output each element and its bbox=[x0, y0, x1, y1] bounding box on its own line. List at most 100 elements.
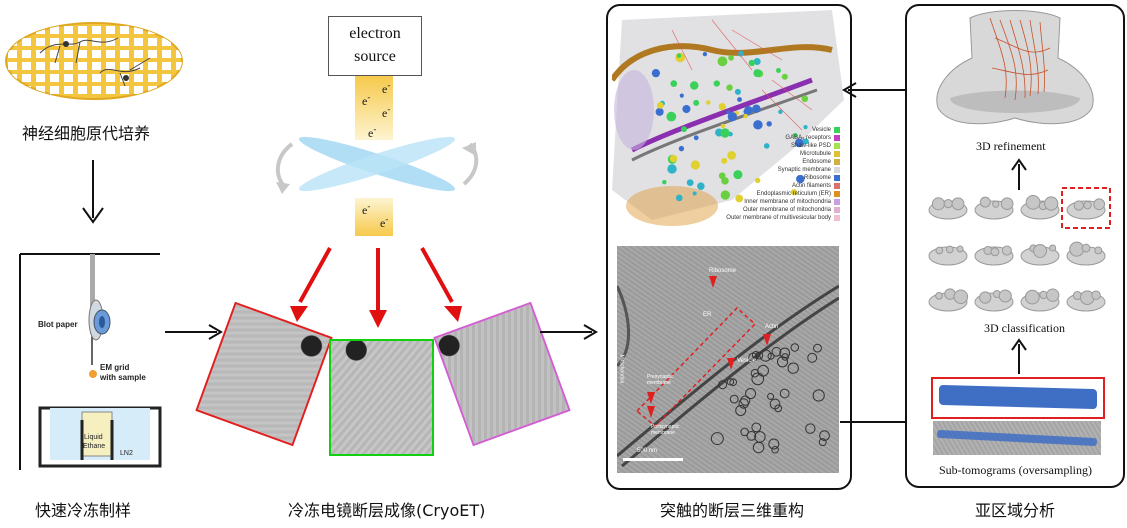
vesicle-glyph bbox=[737, 50, 744, 57]
culture-grid-illustration bbox=[5, 22, 183, 100]
grid-cell bbox=[106, 62, 115, 70]
tomo-vesicle-glyph bbox=[807, 352, 818, 363]
grid-cell bbox=[148, 74, 157, 82]
electron-source-line2: source bbox=[354, 48, 396, 65]
vesicle-glyph bbox=[697, 182, 705, 190]
legend-item-label: Ribosome bbox=[803, 175, 831, 181]
grid-cell bbox=[176, 50, 182, 58]
vesicle-glyph bbox=[679, 93, 684, 98]
vesicle-glyph bbox=[802, 138, 809, 145]
tomo-vesicle-glyph bbox=[767, 392, 775, 400]
tomo-vesicle-glyph bbox=[735, 405, 747, 416]
grid-cell bbox=[78, 86, 87, 94]
legend-item-label: Synaptic membrane bbox=[777, 167, 831, 173]
legend-item: Outer membrane of mitochondria bbox=[743, 207, 840, 213]
vesicle-glyph bbox=[775, 68, 781, 73]
grid-cell bbox=[78, 38, 87, 46]
legend-item: Endoplasmic reticulum (ER) bbox=[757, 191, 840, 197]
vesicle-glyph bbox=[753, 57, 761, 65]
refined-density-map bbox=[936, 10, 1094, 125]
class-average bbox=[974, 245, 1014, 266]
grid-cell bbox=[78, 50, 87, 58]
grid-cell bbox=[8, 50, 17, 58]
grid-cell bbox=[92, 74, 101, 82]
tomo-vesicle-glyph bbox=[779, 388, 790, 399]
tomo-vesicle-glyph bbox=[740, 395, 751, 406]
tomo-vesicle-glyph bbox=[751, 422, 762, 433]
class-average bbox=[974, 196, 1014, 220]
tomo-vesicle-glyph bbox=[767, 352, 775, 360]
tomo-vesicle-glyph bbox=[779, 347, 791, 359]
legend-swatch bbox=[834, 207, 840, 213]
grid-cell bbox=[92, 62, 101, 70]
grid-cell bbox=[22, 50, 31, 58]
vesicle-glyph bbox=[796, 174, 805, 184]
subtomogram-strip-slice bbox=[933, 421, 1101, 455]
grid-cell bbox=[64, 38, 73, 46]
grid-cell bbox=[50, 26, 59, 34]
grid-cell bbox=[176, 74, 182, 82]
grid-cell bbox=[106, 50, 115, 58]
legend-swatch bbox=[834, 159, 840, 165]
grid-cell bbox=[78, 62, 87, 70]
legend-item: Actin filaments bbox=[792, 183, 840, 189]
grid-cell bbox=[8, 26, 17, 34]
tomo-label-er: ER bbox=[703, 312, 712, 318]
grid-cell bbox=[176, 38, 182, 46]
arrow-up-1 bbox=[1011, 158, 1027, 190]
grid-cell bbox=[92, 26, 101, 34]
grid-cell bbox=[22, 38, 31, 46]
electron-symbol-5: e- bbox=[362, 201, 371, 217]
vesicle-glyph bbox=[682, 104, 691, 114]
legend-item: Microtubule bbox=[800, 151, 840, 157]
with-sample-label: with sample bbox=[100, 373, 146, 382]
grid-cell bbox=[8, 62, 17, 70]
subtomogram-strip-boxed bbox=[931, 377, 1105, 419]
grid-cell bbox=[148, 62, 157, 70]
tomo-label-actin: Actin bbox=[765, 324, 779, 330]
grid-cell bbox=[50, 74, 59, 82]
vesicle-glyph bbox=[656, 101, 664, 109]
tomo-vesicle-glyph bbox=[759, 349, 772, 362]
tomo-vesicle-glyph bbox=[738, 398, 749, 409]
vesicle-glyph bbox=[790, 189, 798, 196]
tomo-vesicle-glyph bbox=[745, 388, 757, 400]
vesicle-glyph bbox=[690, 81, 699, 90]
tomo-vesicle-glyph bbox=[748, 352, 758, 362]
grid-cell bbox=[134, 38, 143, 46]
subtomograms-label: Sub-tomograms (oversampling) bbox=[939, 463, 1092, 477]
grid-cell bbox=[162, 38, 171, 46]
grid-cell bbox=[36, 62, 45, 70]
vesicle-glyph bbox=[737, 97, 742, 103]
grid-cell bbox=[134, 86, 143, 94]
vesicle-glyph bbox=[692, 191, 697, 196]
tomo-vesicle-glyph bbox=[790, 343, 800, 352]
legend-item: Ribosome bbox=[804, 175, 840, 181]
classification-label: 3D classification bbox=[984, 321, 1065, 335]
vesicle-glyph bbox=[778, 109, 783, 115]
class-average bbox=[1066, 241, 1106, 266]
grid-cell bbox=[50, 86, 59, 94]
vesicle-glyph bbox=[734, 88, 741, 95]
vesicle-glyph bbox=[748, 59, 756, 67]
vesicle-glyph bbox=[667, 164, 677, 174]
vesicle-glyph bbox=[686, 179, 694, 187]
refinement-label: 3D refinement bbox=[976, 139, 1046, 153]
vesicle-glyph bbox=[766, 121, 772, 127]
grid-cell bbox=[120, 50, 129, 58]
grid-cell bbox=[106, 26, 115, 34]
grid-cell bbox=[162, 62, 171, 70]
vesicle-glyph bbox=[720, 123, 726, 129]
vesicle-glyph bbox=[744, 105, 753, 115]
tomo-vesicle-glyph bbox=[776, 356, 789, 368]
vesicle-glyph bbox=[713, 80, 720, 87]
legend-item: Shaw-like PSD bbox=[791, 143, 840, 149]
vesicle-glyph bbox=[681, 126, 687, 133]
tomo-vesicle-glyph bbox=[710, 432, 724, 446]
tomo-vesicle-glyph bbox=[819, 430, 830, 441]
grid-cell bbox=[120, 38, 129, 46]
tomo-vesicle-glyph bbox=[805, 423, 816, 434]
grid-cell bbox=[176, 62, 182, 70]
vesicle-glyph bbox=[675, 194, 683, 202]
